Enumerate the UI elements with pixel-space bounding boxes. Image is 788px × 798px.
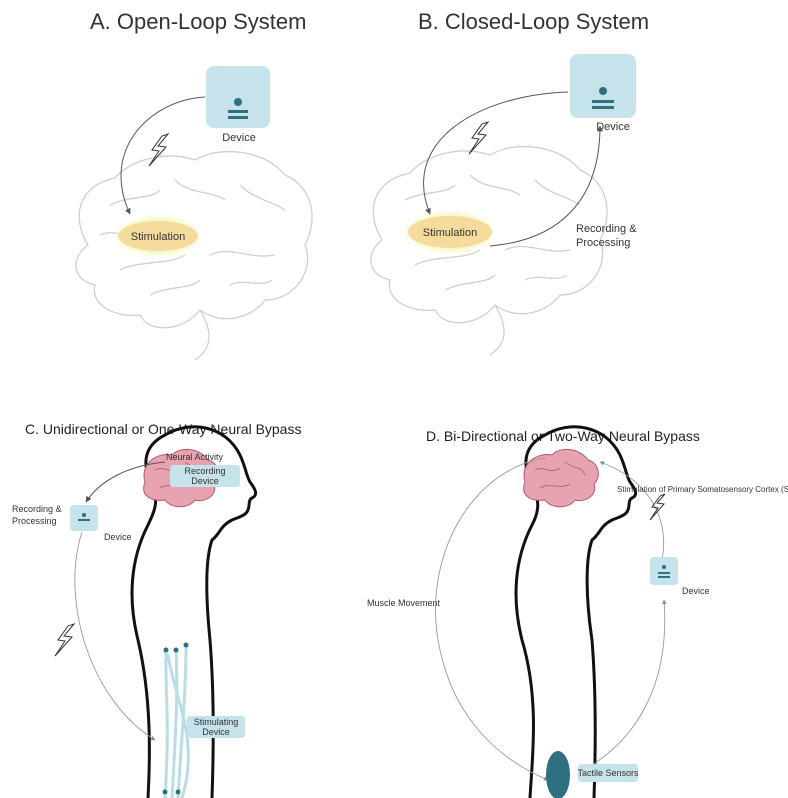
panel-a-title: A. Open-Loop System: [90, 9, 306, 34]
loop-arc-left-d: [436, 458, 548, 780]
device-label-c: Device: [104, 532, 132, 542]
arrow-a: [121, 97, 205, 214]
device-label-b: Device: [596, 121, 630, 133]
recording-label-c-1: Recording &: [12, 504, 62, 514]
device-c: [70, 505, 98, 531]
lightning-bolt-icon: [149, 134, 168, 166]
recording-device-label-c-2: Device: [191, 476, 219, 486]
device-a: [206, 66, 270, 128]
device-label-d: Device: [682, 586, 710, 596]
recording-device-label-c-1: Recording: [184, 466, 225, 476]
stimulation-label-a: Stimulation: [131, 231, 185, 243]
recording-label-b-2: Processing: [576, 237, 630, 249]
device-b: [570, 54, 636, 118]
recording-label-b-1: Recording &: [576, 223, 637, 235]
recording-label-c-2: Processing: [12, 516, 57, 526]
brain-icon: [524, 449, 599, 506]
nerve-bundle-c: [165, 645, 188, 798]
panel-b-title: B. Closed-Loop System: [418, 9, 649, 34]
tactile-sensors-label-d: Tactile Sensors: [577, 768, 639, 778]
panel-b: B. Closed-Loop System Stimulation Device: [371, 9, 649, 355]
panel-c: C. Unidirectional or One-Way Neural Bypa…: [12, 421, 301, 798]
stimulation-label-b: Stimulation: [423, 227, 477, 239]
lightning-bolt-icon: [650, 494, 665, 520]
panel-d: D. Bi-Directional or Two-Way Neural Bypa…: [367, 427, 788, 798]
stimulation-text-d: Stimulation of Primary Somatosensory Cor…: [617, 485, 788, 494]
brain-outline-b: [371, 147, 607, 355]
device-label-a: Device: [222, 132, 256, 144]
muscle-movement-label-d: Muscle Movement: [367, 598, 441, 608]
loop-arc-right-up-d: [580, 600, 665, 772]
stimulating-device-label-c-2: Device: [202, 727, 230, 737]
panel-a: A. Open-Loop System Stimulation: [76, 9, 312, 360]
neural-activity-label-c: Neural Activity: [166, 452, 224, 462]
lightning-bolt-icon: [469, 122, 488, 154]
loop-arc-right-top-d: [600, 462, 664, 560]
panel-d-title: D. Bi-Directional or Two-Way Neural Bypa…: [426, 428, 700, 444]
tactile-sensor-d: [546, 751, 570, 798]
lightning-bolt-icon: [55, 624, 74, 656]
stimulating-device-label-c-1: Stimulating: [194, 717, 239, 727]
arrow-c-to-arm: [75, 532, 155, 740]
brain-outline-a: [76, 152, 312, 360]
device-d: [650, 557, 678, 585]
